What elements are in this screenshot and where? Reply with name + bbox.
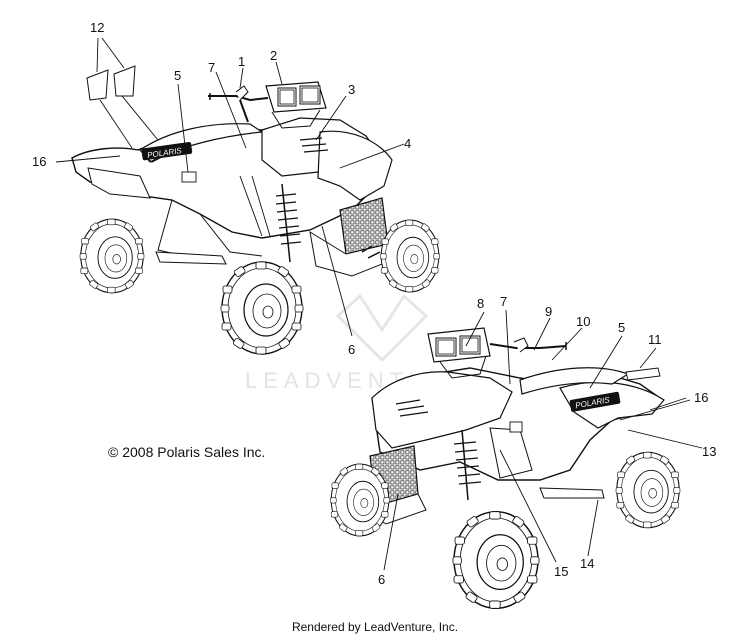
callout-15: 15 (554, 564, 568, 579)
seat-2 (519, 367, 630, 395)
callout-10: 10 (576, 314, 590, 329)
callout-5b: 5 (618, 320, 625, 335)
callout-8: 8 (477, 296, 484, 311)
callout-16b: 16 (694, 390, 708, 405)
callout-9: 9 (545, 304, 552, 319)
decal-12-left (86, 69, 109, 101)
decal-12-right (113, 65, 136, 97)
callout-6b: 6 (378, 572, 385, 587)
headlight-pod (265, 81, 327, 129)
callout-3: 3 (348, 82, 355, 97)
callouts-top: 12 5 7 1 2 3 4 16 6 (32, 20, 411, 357)
atv-bottom-right: POLARIS (329, 327, 681, 610)
callout-7: 7 (208, 60, 215, 75)
callout-4: 4 (404, 136, 411, 151)
callout-7b: 7 (500, 294, 507, 309)
decal-5-bottom (509, 421, 523, 433)
polaris-decal-2: POLARIS (569, 391, 621, 412)
callout-1: 1 (238, 54, 245, 69)
callout-12: 12 (90, 20, 104, 35)
atv-top-left: POLARIS (71, 65, 441, 355)
copyright-text: © 2008 Polaris Sales Inc. (108, 444, 266, 460)
callout-2: 2 (270, 48, 277, 63)
footer-credit: Rendered by LeadVenture, Inc. (291, 620, 459, 634)
shock-top (275, 183, 302, 263)
callout-16: 16 (32, 154, 46, 169)
handlebar-2 (489, 337, 567, 353)
callout-5: 5 (174, 68, 181, 83)
decal-11 (625, 367, 661, 381)
callout-14: 14 (580, 556, 594, 571)
handlebar (208, 85, 269, 123)
shock-bottom (453, 429, 482, 501)
headlight-pod-2 (427, 327, 491, 379)
leader-lines (55, 37, 703, 571)
callout-11: 11 (648, 332, 662, 347)
callout-13: 13 (702, 444, 716, 459)
callouts-bottom: 8 7 9 10 5 11 16 13 6 15 14 (378, 294, 716, 587)
callout-6: 6 (348, 342, 355, 357)
decal-5-top (181, 171, 197, 183)
